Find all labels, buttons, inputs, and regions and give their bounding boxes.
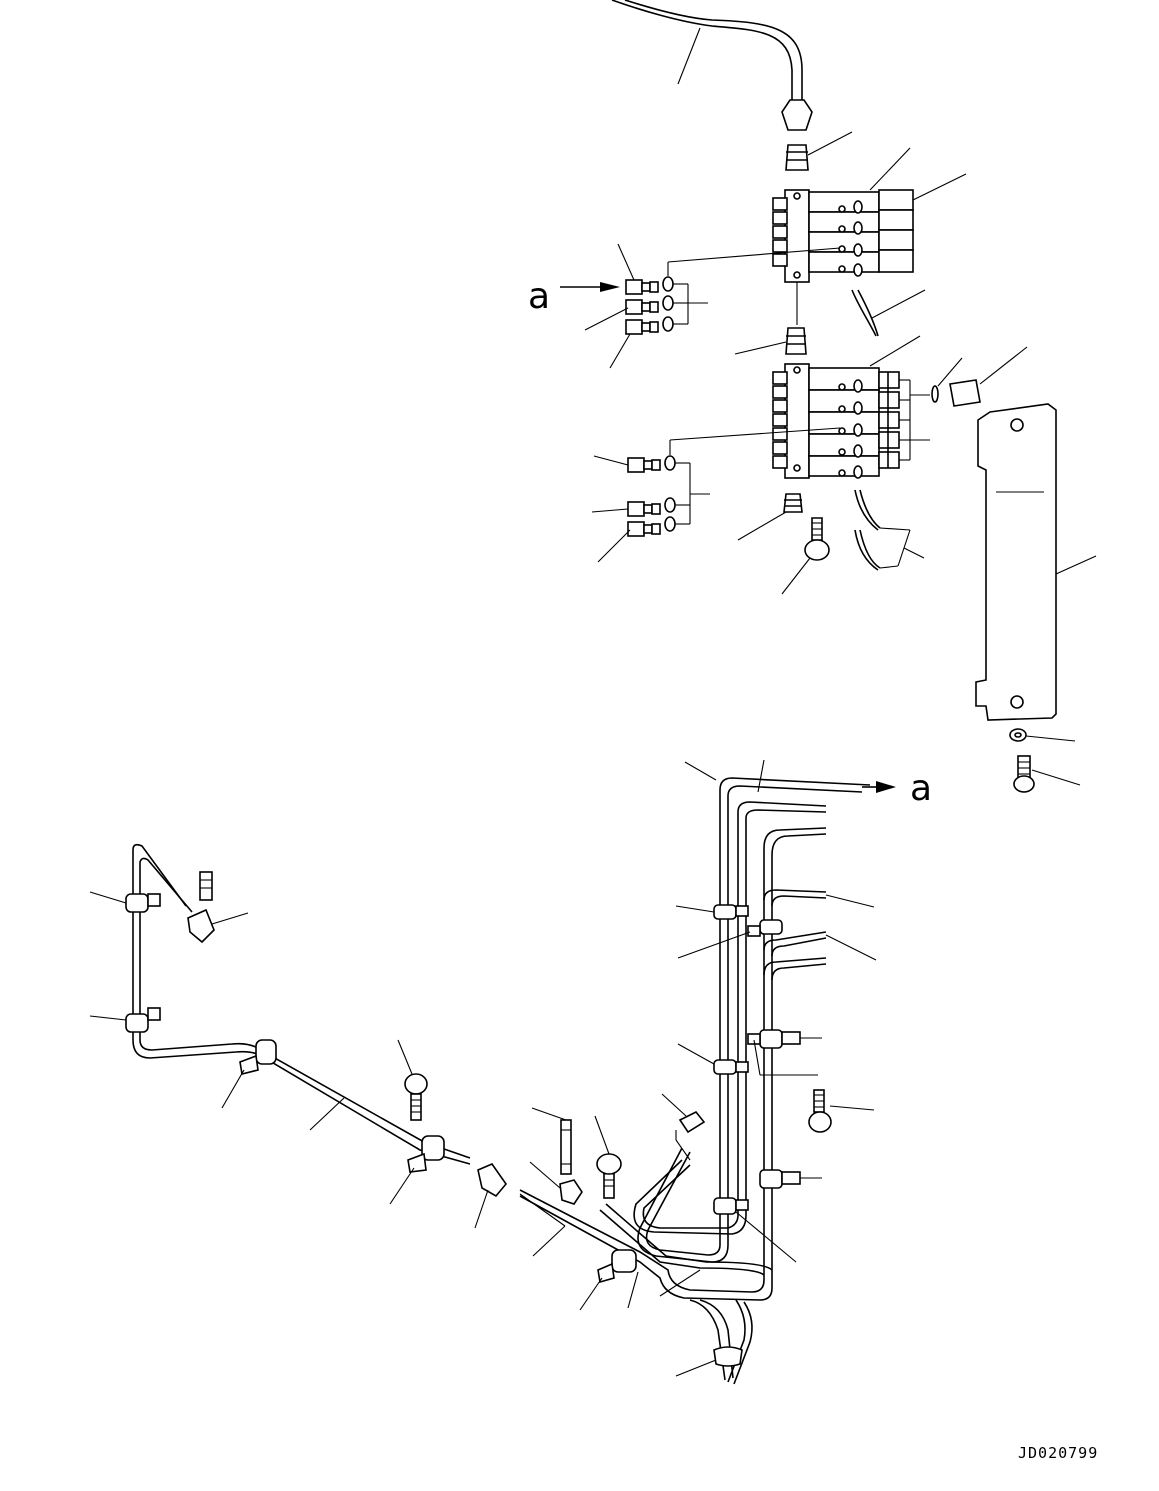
upper-connector-group: a — [528, 243, 841, 369]
callout-letter-a-top: a — [528, 276, 550, 317]
lower-distributor-block — [772, 335, 930, 479]
bundle-clamps — [675, 904, 822, 1263]
lower-tube-bundle — [519, 1147, 773, 1385]
left-bolt — [397, 1039, 428, 1121]
cover-plate — [975, 403, 1097, 721]
middle-adapter — [734, 327, 807, 355]
center-clamp — [519, 1193, 639, 1311]
upper-distributor-block — [772, 147, 967, 325]
upper-pin — [851, 289, 926, 337]
hose-fitting — [781, 99, 853, 171]
drawing-code: JD020799 — [1018, 1444, 1098, 1462]
plug-cap — [931, 346, 1028, 407]
tube-bundle: a — [684, 759, 932, 1245]
top-hose — [611, 0, 803, 100]
bundle-bolt — [808, 1089, 875, 1133]
center-fittings — [529, 1093, 706, 1205]
left-top-fittings — [187, 871, 249, 944]
lower-pins — [854, 489, 925, 571]
union-fitting — [474, 1163, 508, 1229]
plate-fasteners — [1009, 728, 1081, 793]
lower-block-fittings — [737, 493, 830, 595]
callout-letter-a-bottom: a — [910, 768, 932, 809]
lower-connector-group — [591, 427, 841, 563]
left-tube-assembly — [89, 843, 471, 1205]
